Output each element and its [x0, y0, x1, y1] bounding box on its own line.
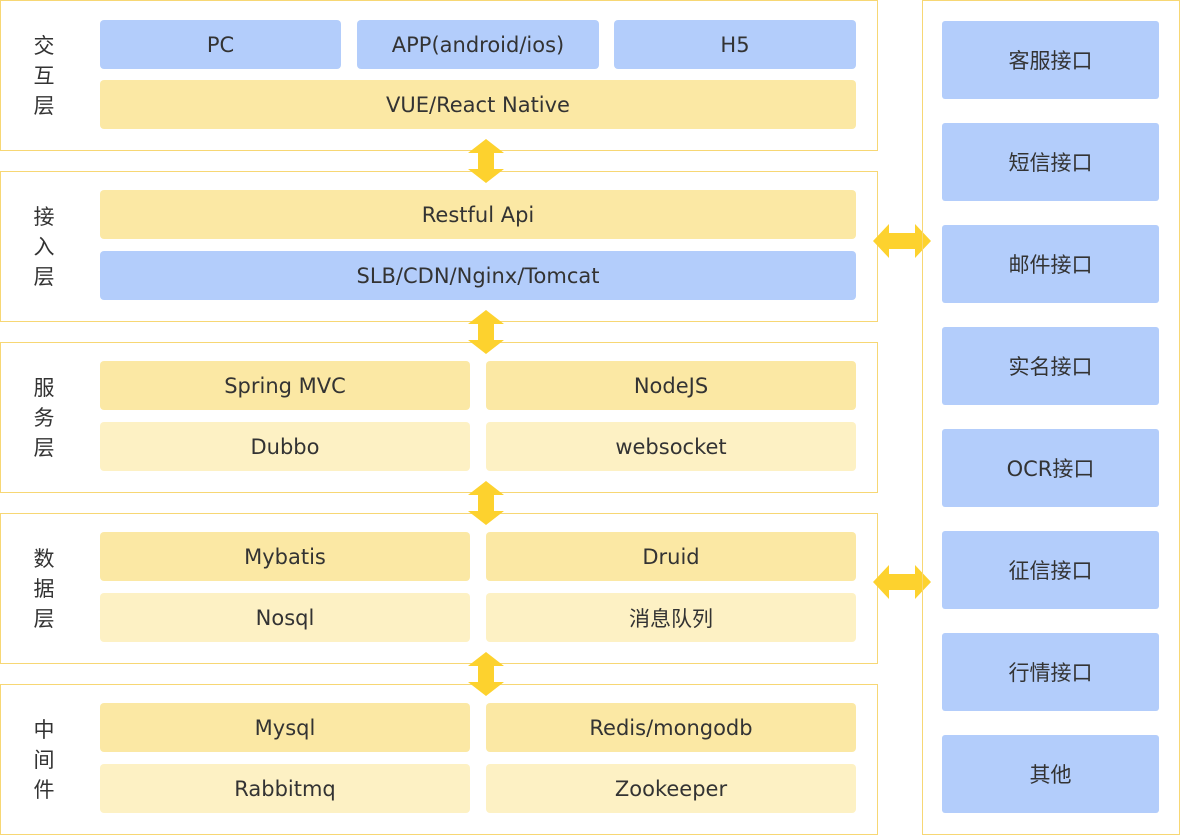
email-interface-box: 邮件接口: [942, 225, 1159, 303]
double-arrow-vertical-icon: [468, 139, 504, 183]
double-arrow-vertical-icon: [468, 310, 504, 354]
mysql-box: Mysql: [100, 703, 470, 752]
ocr-interface-box: OCR接口: [942, 429, 1159, 507]
credit-interface-box: 征信接口: [942, 531, 1159, 609]
double-arrow-vertical-icon: [468, 652, 504, 696]
restful-api-box: Restful Api: [100, 190, 856, 239]
app-box: APP(android/ios): [357, 20, 599, 69]
dubbo-box: Dubbo: [100, 422, 470, 471]
nosql-box: Nosql: [100, 593, 470, 642]
zookeeper-box: Zookeeper: [486, 764, 856, 813]
slb-cdn-box: SLB/CDN/Nginx/Tomcat: [100, 251, 856, 300]
service-layer-label: 服 务 层: [33, 376, 55, 460]
double-arrow-horizontal-icon: [873, 565, 931, 599]
message-queue-box: 消息队列: [486, 593, 856, 642]
redis-mongodb-box: Redis/mongodb: [486, 703, 856, 752]
other-interface-box: 其他: [942, 735, 1159, 813]
rabbitmq-box: Rabbitmq: [100, 764, 470, 813]
h5-box: H5: [614, 20, 856, 69]
spring-mvc-box: Spring MVC: [100, 361, 470, 410]
nodejs-box: NodeJS: [486, 361, 856, 410]
middleware-layer-label: 中 间 件: [33, 718, 55, 802]
real-name-interface-box: 实名接口: [942, 327, 1159, 405]
double-arrow-vertical-icon: [468, 481, 504, 525]
interaction-layer-label: 交 互 层: [33, 34, 55, 118]
sms-interface-box: 短信接口: [942, 123, 1159, 201]
websocket-box: websocket: [486, 422, 856, 471]
vue-react-native-box: VUE/React Native: [100, 80, 856, 129]
access-layer-label: 接 入 层: [33, 205, 55, 289]
mybatis-box: Mybatis: [100, 532, 470, 581]
customer-service-interface-box: 客服接口: [942, 21, 1159, 99]
druid-box: Druid: [486, 532, 856, 581]
pc-box: PC: [100, 20, 341, 69]
market-interface-box: 行情接口: [942, 633, 1159, 711]
double-arrow-horizontal-icon: [873, 224, 931, 258]
data-layer-label: 数 据 层: [33, 547, 55, 631]
